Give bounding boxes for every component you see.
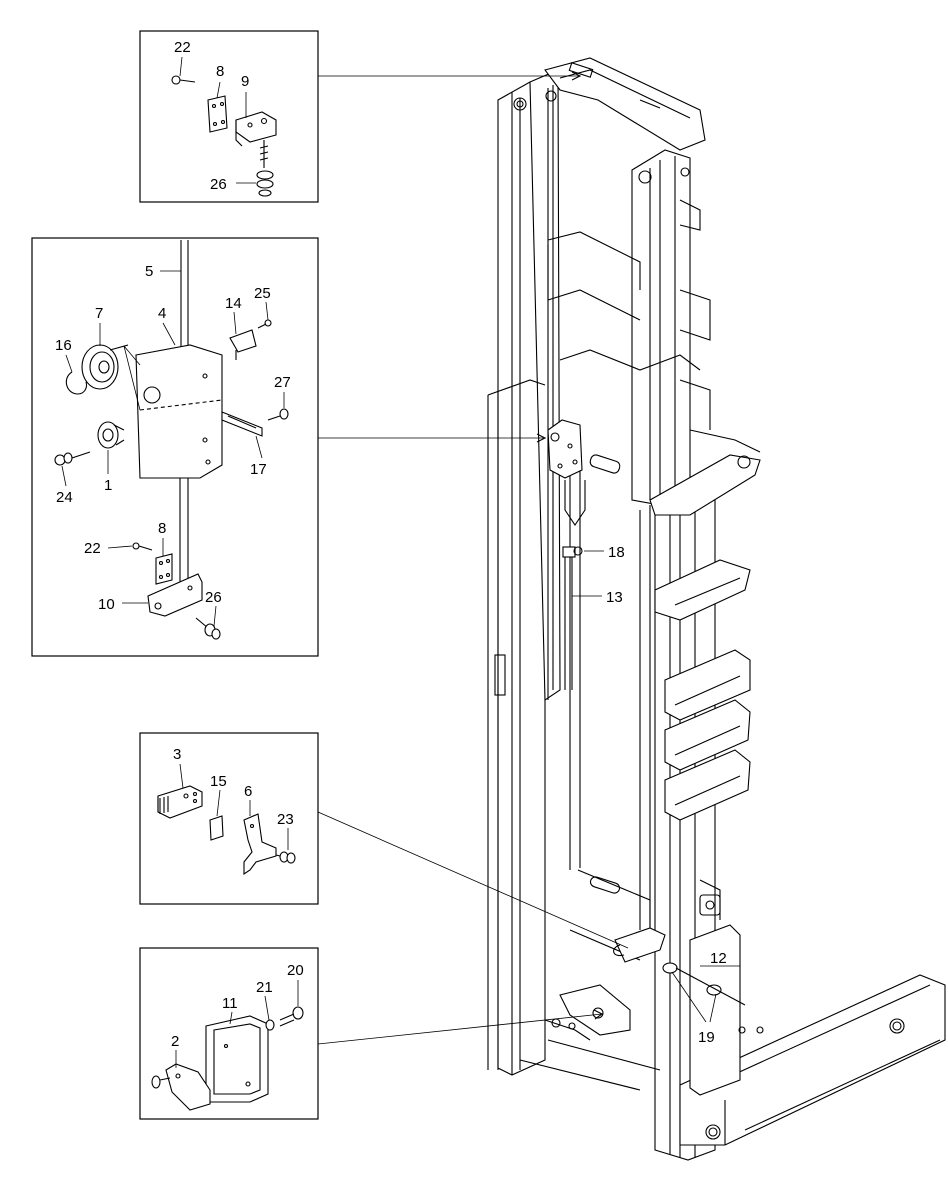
callout-4: 4: [158, 305, 166, 322]
callout-15: 15: [210, 773, 227, 790]
callout-3: 3: [173, 746, 181, 763]
callout-9: 9: [241, 73, 249, 90]
detail-box-sensor: [139, 732, 629, 949]
callout-25: 25: [254, 285, 271, 302]
callout-10: 10: [98, 596, 115, 613]
callout-26-top: 26: [210, 176, 227, 193]
callout-16: 16: [55, 337, 72, 354]
callout-11: 11: [222, 995, 238, 1012]
mast-leaders: [572, 550, 740, 1023]
callout-21: 21: [256, 979, 273, 996]
callout-7: 7: [95, 305, 103, 322]
callout-2: 2: [171, 1033, 179, 1050]
callout-18: 18: [608, 544, 625, 561]
callout-20: 20: [287, 962, 304, 979]
detail-box-top: [139, 30, 582, 203]
callout-24: 24: [56, 489, 73, 506]
detail-box-pulley: [31, 237, 547, 657]
callout-1: 1: [104, 477, 112, 494]
callout-23: 23: [277, 811, 294, 828]
callout-19: 19: [698, 1029, 715, 1046]
callout-labels: 22 8 9 26 5 7 4 16 14 25 27 1 24 17 8 22…: [55, 39, 727, 1050]
mast-assembly: [487, 57, 946, 1161]
callout-22-pulley: 22: [84, 540, 101, 557]
callout-6: 6: [244, 783, 252, 800]
callout-12: 12: [710, 950, 727, 967]
callout-8-top: 8: [216, 63, 224, 80]
callout-13: 13: [606, 589, 623, 606]
callout-5: 5: [145, 263, 153, 280]
callout-26-pulley: 26: [205, 589, 222, 606]
callout-14: 14: [225, 295, 242, 312]
callout-17: 17: [250, 461, 267, 478]
detail-box-bracket: [139, 947, 604, 1120]
callout-8-pulley: 8: [158, 520, 166, 537]
callout-22-top: 22: [174, 39, 191, 56]
callout-27: 27: [274, 374, 291, 391]
